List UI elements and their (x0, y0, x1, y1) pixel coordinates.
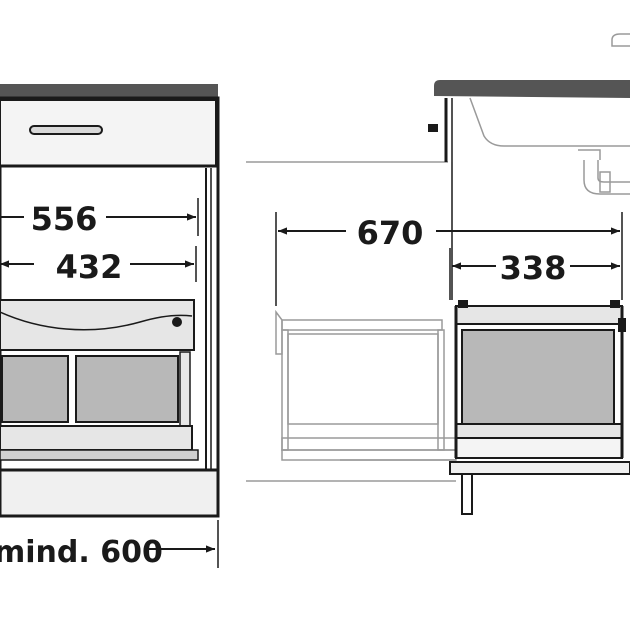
side-view: 670 338 (246, 33, 630, 515)
side-bin-unit (454, 300, 626, 459)
side-cabinet-floor (449, 461, 630, 475)
dim-670-label: 670 (357, 214, 424, 252)
front-bin-base (0, 425, 193, 451)
front-bin-right (75, 355, 179, 423)
frame-screw (172, 317, 182, 327)
dim-556-label: 556 (31, 200, 98, 238)
side-countertop (434, 80, 630, 98)
drawer-handle (29, 125, 103, 135)
dim-432-label: 432 (56, 248, 123, 286)
dim-600-label: mind. 600 (0, 535, 163, 570)
side-bin (461, 329, 615, 425)
tap (611, 33, 630, 47)
front-plinth (0, 468, 220, 518)
front-countertop (0, 84, 218, 98)
pulled-out-unit-ghost (275, 309, 457, 461)
side-cabinet-leg (461, 473, 473, 515)
dim-338-label: 338 (500, 249, 567, 287)
sink-basin (469, 97, 630, 147)
front-bin-frame-top (0, 299, 195, 351)
front-bin-left (1, 355, 69, 423)
front-view: 556 432 mind. 600 (0, 84, 220, 570)
